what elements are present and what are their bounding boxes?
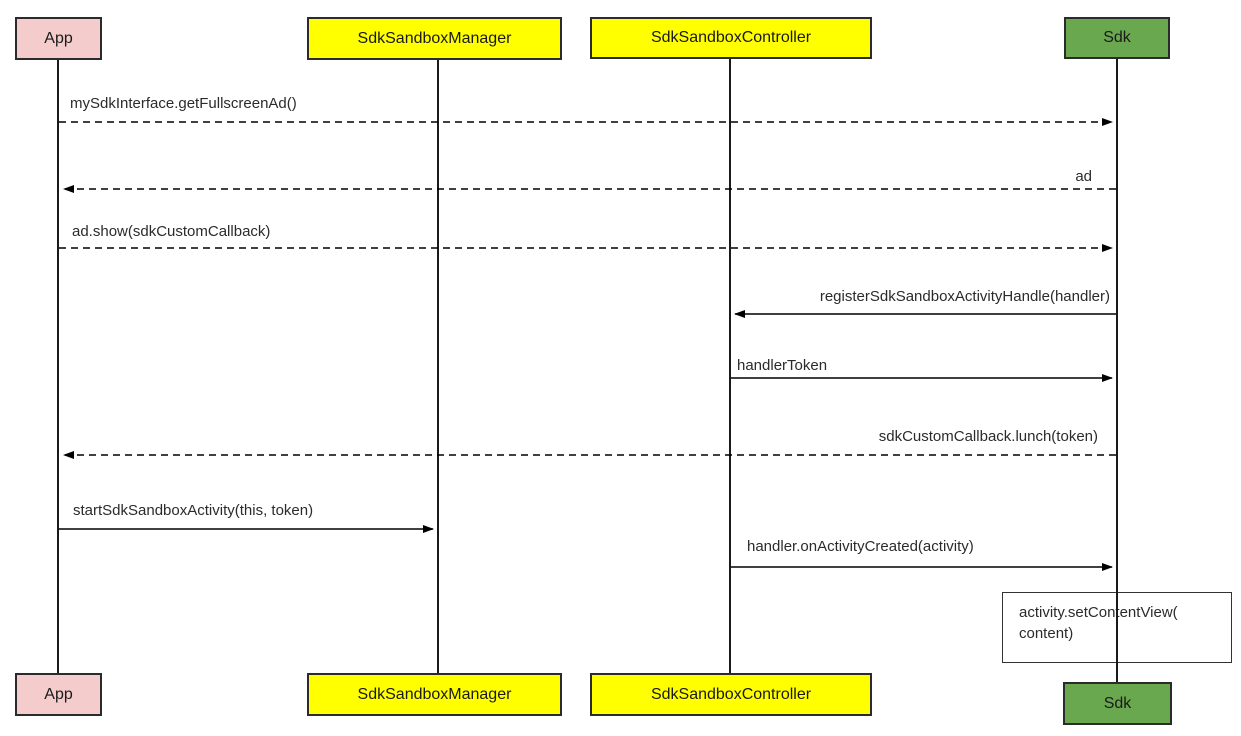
message-label-handlertoken: handlerToken bbox=[737, 357, 828, 374]
actor-box-sdk-bottom: Sdk bbox=[1063, 682, 1172, 725]
actor-box-controller-bottom: SdkSandboxController bbox=[590, 673, 872, 716]
actor-box-controller-top: SdkSandboxController bbox=[590, 17, 872, 59]
note-activity-setcontentview: activity.setContentView( content) bbox=[1002, 592, 1232, 663]
actor-box-manager-bottom: SdkSandboxManager bbox=[307, 673, 562, 716]
note-line: activity.setContentView( bbox=[1019, 604, 1178, 621]
message-label-registerhandle: registerSdkSandboxActivityHandle(handler… bbox=[819, 288, 1110, 305]
actor-box-sdk-top: Sdk bbox=[1064, 17, 1170, 59]
actor-label-sdk: Sdk bbox=[1103, 29, 1131, 46]
actor-label-sdk: Sdk bbox=[1103, 694, 1132, 712]
message-label-ad: ad bbox=[1075, 168, 1092, 185]
message-label-adshow: ad.show(sdkCustomCallback) bbox=[72, 223, 271, 240]
actor-label-controller: SdkSandboxController bbox=[650, 685, 812, 703]
message-label-getfullscreenad: mySdkInterface.getFullscreenAd() bbox=[70, 95, 297, 112]
message-label-startactivity: startSdkSandboxActivity(this, token) bbox=[73, 502, 314, 519]
actor-box-app-bottom: App bbox=[15, 673, 102, 716]
message-label-onactivitycreated: handler.onActivityCreated(activity) bbox=[747, 538, 974, 555]
message-label-callbacklunch: sdkCustomCallback.lunch(token) bbox=[878, 428, 1098, 445]
actor-label-manager: SdkSandboxManager bbox=[357, 29, 512, 47]
actor-label-controller: SdkSandboxController bbox=[650, 29, 812, 46]
actor-label-app: App bbox=[44, 29, 73, 47]
actor-label-manager: SdkSandboxManager bbox=[357, 685, 512, 703]
note-line: content) bbox=[1019, 625, 1074, 642]
actor-box-app-top: App bbox=[15, 17, 102, 60]
actor-label-app: App bbox=[44, 685, 73, 703]
actor-box-manager-top: SdkSandboxManager bbox=[307, 17, 562, 60]
